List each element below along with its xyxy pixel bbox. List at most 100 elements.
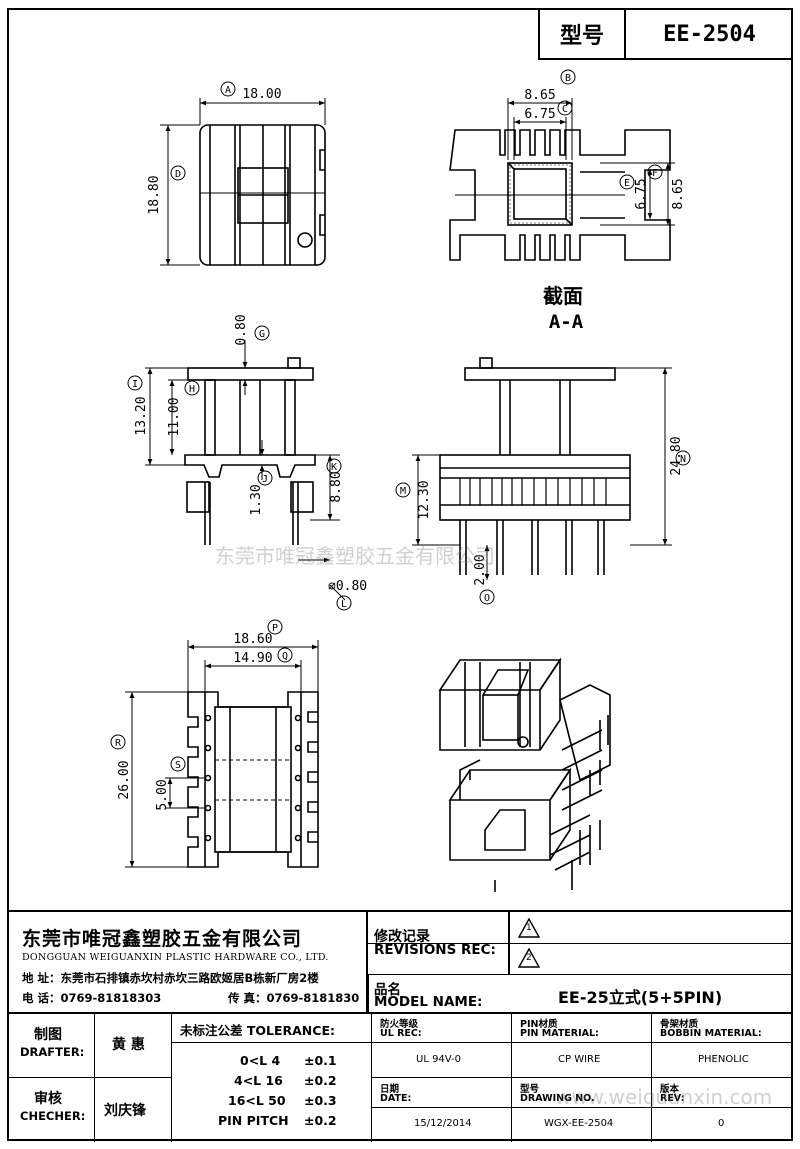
top-view xyxy=(199,124,326,266)
balloon-j: J xyxy=(257,470,273,486)
balloon-e: E xyxy=(619,174,635,190)
svg-text:G: G xyxy=(259,329,265,340)
section-label-cn: 截面 xyxy=(543,284,583,308)
dim-8-65-vertical: 8.65 xyxy=(671,178,686,209)
dim-pin-diameter: ⌀0.80 xyxy=(328,579,367,594)
tolerance-range-3: 16<L 50 xyxy=(228,1093,286,1108)
company-name-en: DONGGUAN WEIGUANXIN PLASTIC HARDWARE CO.… xyxy=(22,952,329,963)
dim-18-00: 18.00 xyxy=(242,87,281,102)
svg-text:S: S xyxy=(175,760,181,771)
revisions-label-cn: 修改记录 xyxy=(374,929,430,945)
company-fax: 传 真：0769-8181830 xyxy=(228,991,360,1005)
dim-1-30: 1.30 xyxy=(249,484,264,515)
front-view xyxy=(184,357,316,545)
dim-18-60: 18.60 xyxy=(233,632,272,647)
bobbin-material-label-en: BOBBIN MATERIAL: xyxy=(660,1028,762,1039)
pin-material-label-cn: PIN材质 xyxy=(520,1019,558,1030)
svg-text:M: M xyxy=(400,486,406,497)
model-name-value: EE-25立式(5+5PIN) xyxy=(558,988,723,1007)
model-name-label-en: MODEL NAME: xyxy=(374,994,483,1010)
drawing-no-value: WGX-EE-2504 xyxy=(544,1118,614,1129)
title-block: 东莞市唯冠鑫塑胶五金有限公司 DONGGUAN WEIGUANXIN PLAST… xyxy=(8,910,792,1142)
dim-14-90: 14.90 xyxy=(233,651,272,666)
dim-6-75-horizontal: 6.75 xyxy=(524,107,555,122)
balloon-p: P xyxy=(267,619,283,635)
dim-0-80: 0.80 xyxy=(234,314,249,345)
section-view xyxy=(449,129,671,261)
dim-5-00: 5.00 xyxy=(155,779,170,810)
balloon-l: L xyxy=(336,595,352,611)
revisions-label-en: REVISIONS REC: xyxy=(374,942,496,958)
ul-label-cn: 防火等级 xyxy=(380,1019,419,1030)
balloon-a: A xyxy=(220,81,236,97)
header-label: 型号 xyxy=(540,10,626,58)
checker-label-en: CHECHER: xyxy=(20,1109,86,1123)
pin-material-label-en: PIN MATERIAL: xyxy=(520,1028,599,1039)
svg-text:A: A xyxy=(225,85,231,96)
rev-label-cn: 版本 xyxy=(660,1084,680,1095)
tolerance-title: 未标注公差 TOLERANCE: xyxy=(180,1023,335,1038)
svg-text:C: C xyxy=(562,104,568,115)
svg-text:I: I xyxy=(132,379,138,390)
revision-triangle-icon xyxy=(518,918,540,938)
pin-material-value: CP WIRE xyxy=(558,1054,601,1065)
dim-8-65-horizontal: 8.65 xyxy=(524,88,555,103)
date-value: 15/12/2014 xyxy=(414,1118,472,1129)
svg-text:B: B xyxy=(565,73,571,84)
model-name-label-cn: 品名 xyxy=(374,982,401,998)
revision-triangle-icon xyxy=(518,948,540,968)
balloon-f: F xyxy=(647,164,663,180)
date-label-cn: 日期 xyxy=(380,1084,400,1095)
dim-2-00: 2.00 xyxy=(473,554,488,585)
svg-text:E: E xyxy=(624,178,630,189)
dim-8-80: 8.80 xyxy=(329,471,344,502)
company-phone: 电 话：0769-81818303 xyxy=(22,991,162,1005)
company-address: 地 址：东莞市石排镇赤坎村赤坎三路欧姬居B栋新厂房2楼 xyxy=(22,971,319,985)
rev-label-en: REV: xyxy=(660,1093,685,1104)
svg-text:N: N xyxy=(680,454,686,465)
tolerance-value-4: ±0.2 xyxy=(304,1113,337,1128)
dim-11-00: 11.00 xyxy=(167,397,182,436)
header-model: EE-2504 xyxy=(663,21,756,47)
balloon-r: R xyxy=(110,734,126,750)
rev-value: 0 xyxy=(718,1118,725,1129)
dim-12-30: 12.30 xyxy=(417,480,432,519)
balloon-o: O xyxy=(479,589,495,605)
svg-text:Q: Q xyxy=(282,651,288,662)
balloon-m: M xyxy=(395,482,411,498)
tolerance-range-1: 0<L 4 xyxy=(240,1053,281,1068)
section-label-aa: A-A xyxy=(549,311,584,333)
dim-13-20: 13.20 xyxy=(134,396,149,435)
balloon-c: C xyxy=(557,100,573,116)
svg-text:O: O xyxy=(484,593,490,604)
isometric-view xyxy=(438,657,611,892)
ul-label-en: UL REC: xyxy=(380,1028,422,1039)
side-view xyxy=(439,357,631,575)
revision-1: 1 xyxy=(526,923,532,933)
dim-26-00: 26.00 xyxy=(117,760,132,799)
svg-text:K: K xyxy=(331,462,337,473)
bobbin-material-value: PHENOLIC xyxy=(698,1054,749,1065)
balloon-n: N xyxy=(675,450,691,466)
watermark-url: www.weiguanxin.com xyxy=(555,1085,773,1109)
tolerance-value-1: ±0.1 xyxy=(304,1053,337,1068)
tolerance-range-2: 4<L 16 xyxy=(234,1073,283,1088)
drafter-label-en: DRAFTER: xyxy=(20,1045,85,1059)
balloon-b: B xyxy=(560,69,576,85)
svg-text:J: J xyxy=(262,474,268,485)
company-name-cn: 东莞市唯冠鑫塑胶五金有限公司 xyxy=(22,928,303,950)
checker-label-cn: 审核 xyxy=(34,1091,62,1107)
technical-drawing: 18.00 18.80 8.65 6.75 6.75 8.65 0.80 13.… xyxy=(110,69,691,892)
revision-2: 2 xyxy=(526,953,532,963)
drawing-frame xyxy=(7,8,793,1141)
dim-18-80: 18.80 xyxy=(147,175,162,214)
balloon-i: I xyxy=(127,375,143,391)
svg-text:R: R xyxy=(115,738,122,749)
svg-text:F: F xyxy=(652,168,658,179)
dim-6-75-vertical: 6.75 xyxy=(634,178,649,209)
svg-text:P: P xyxy=(272,623,278,634)
balloon-s: S xyxy=(170,756,186,772)
balloon-k: K xyxy=(326,458,342,474)
drafter-label-cn: 制图 xyxy=(34,1027,62,1043)
bottom-view xyxy=(187,691,319,868)
